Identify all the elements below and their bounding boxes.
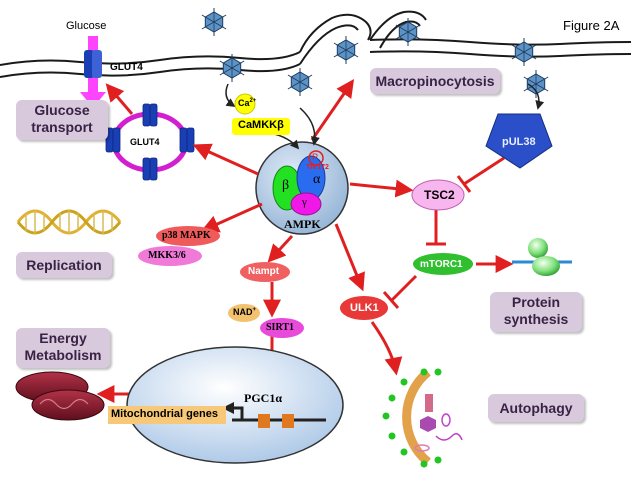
virus-particles (201, 8, 549, 98)
nad-superscript: + (252, 307, 257, 313)
thr172-label: Thr172 (306, 164, 329, 171)
figure-label: Figure 2A (563, 18, 620, 33)
autophagosome-icon (382, 368, 463, 468)
protein-synthesis-label: Protein synthesis (503, 294, 569, 327)
replication-label: Replication (26, 257, 102, 273)
virus-icon (287, 68, 313, 96)
phospho-label: P (312, 152, 319, 162)
nad-label: NAD+ (233, 307, 256, 317)
node-shapes (138, 93, 553, 410)
ca-text: Ca (238, 98, 250, 108)
virus-icon (523, 70, 549, 98)
macropinocytosis-label: Macropinocytosis (375, 73, 495, 89)
ampk-beta-label: β (282, 178, 290, 193)
process-glucose-transport: Glucose transport (16, 100, 108, 140)
process-autophagy: Autophagy (488, 394, 584, 422)
nad-text: NAD (233, 307, 253, 317)
virus-icon (395, 18, 421, 46)
mkk36-label: MKK3/6 (148, 250, 186, 261)
virus-icon (511, 38, 537, 66)
ampk-gamma-label: γ (302, 196, 307, 208)
ulk1-label: ULK1 (350, 302, 379, 314)
mito-genes-label: Mitochondrial genes (111, 408, 218, 420)
glut4-membrane-label: GLUT4 (110, 62, 143, 73)
glucose-transport-label: Glucose transport (31, 102, 93, 135)
glucose-import (80, 36, 106, 108)
process-macropinocytosis: Macropinocytosis (370, 68, 500, 94)
ribosome-icon (512, 238, 572, 276)
virus-icon (219, 54, 245, 82)
pul38-label: pUL38 (502, 136, 536, 148)
camkkb-label: CaMKKβ (238, 119, 284, 131)
p38mapk-label: p38 MAPK (162, 230, 211, 241)
energy-metabolism-label: Energy Metabolism (24, 330, 102, 363)
ampk-alpha-label: α (313, 172, 321, 187)
pathway-arrows (96, 79, 514, 403)
glut4-vesicle-label: GLUT4 (130, 137, 160, 147)
ca-label: Ca2+ (238, 98, 256, 108)
ampk-complex (255, 141, 349, 235)
glucose-label: Glucose (66, 20, 107, 32)
inhibition-lines (382, 156, 505, 309)
sirt1-label: SIRT1 (266, 322, 294, 333)
tsc2-label: TSC2 (424, 188, 455, 202)
nampt-label: Nampt (248, 266, 280, 277)
ampk-label: AMPK (284, 217, 321, 231)
dna-helix-icon (16, 209, 122, 235)
mitochondria-icon (15, 371, 105, 421)
plasma-membrane (0, 10, 631, 78)
ca-superscript: 2+ (249, 98, 257, 104)
pgc1a-label: PGC1α (244, 391, 283, 405)
process-energy-metabolism: Energy Metabolism (16, 328, 110, 368)
process-protein-synthesis: Protein synthesis (490, 292, 582, 332)
virus-icon (333, 36, 359, 64)
virus-icon (201, 8, 227, 36)
process-replication: Replication (16, 252, 112, 278)
mtorc1-label: mTORC1 (420, 259, 463, 270)
autophagy-label: Autophagy (499, 400, 573, 416)
nucleus (108, 346, 344, 464)
